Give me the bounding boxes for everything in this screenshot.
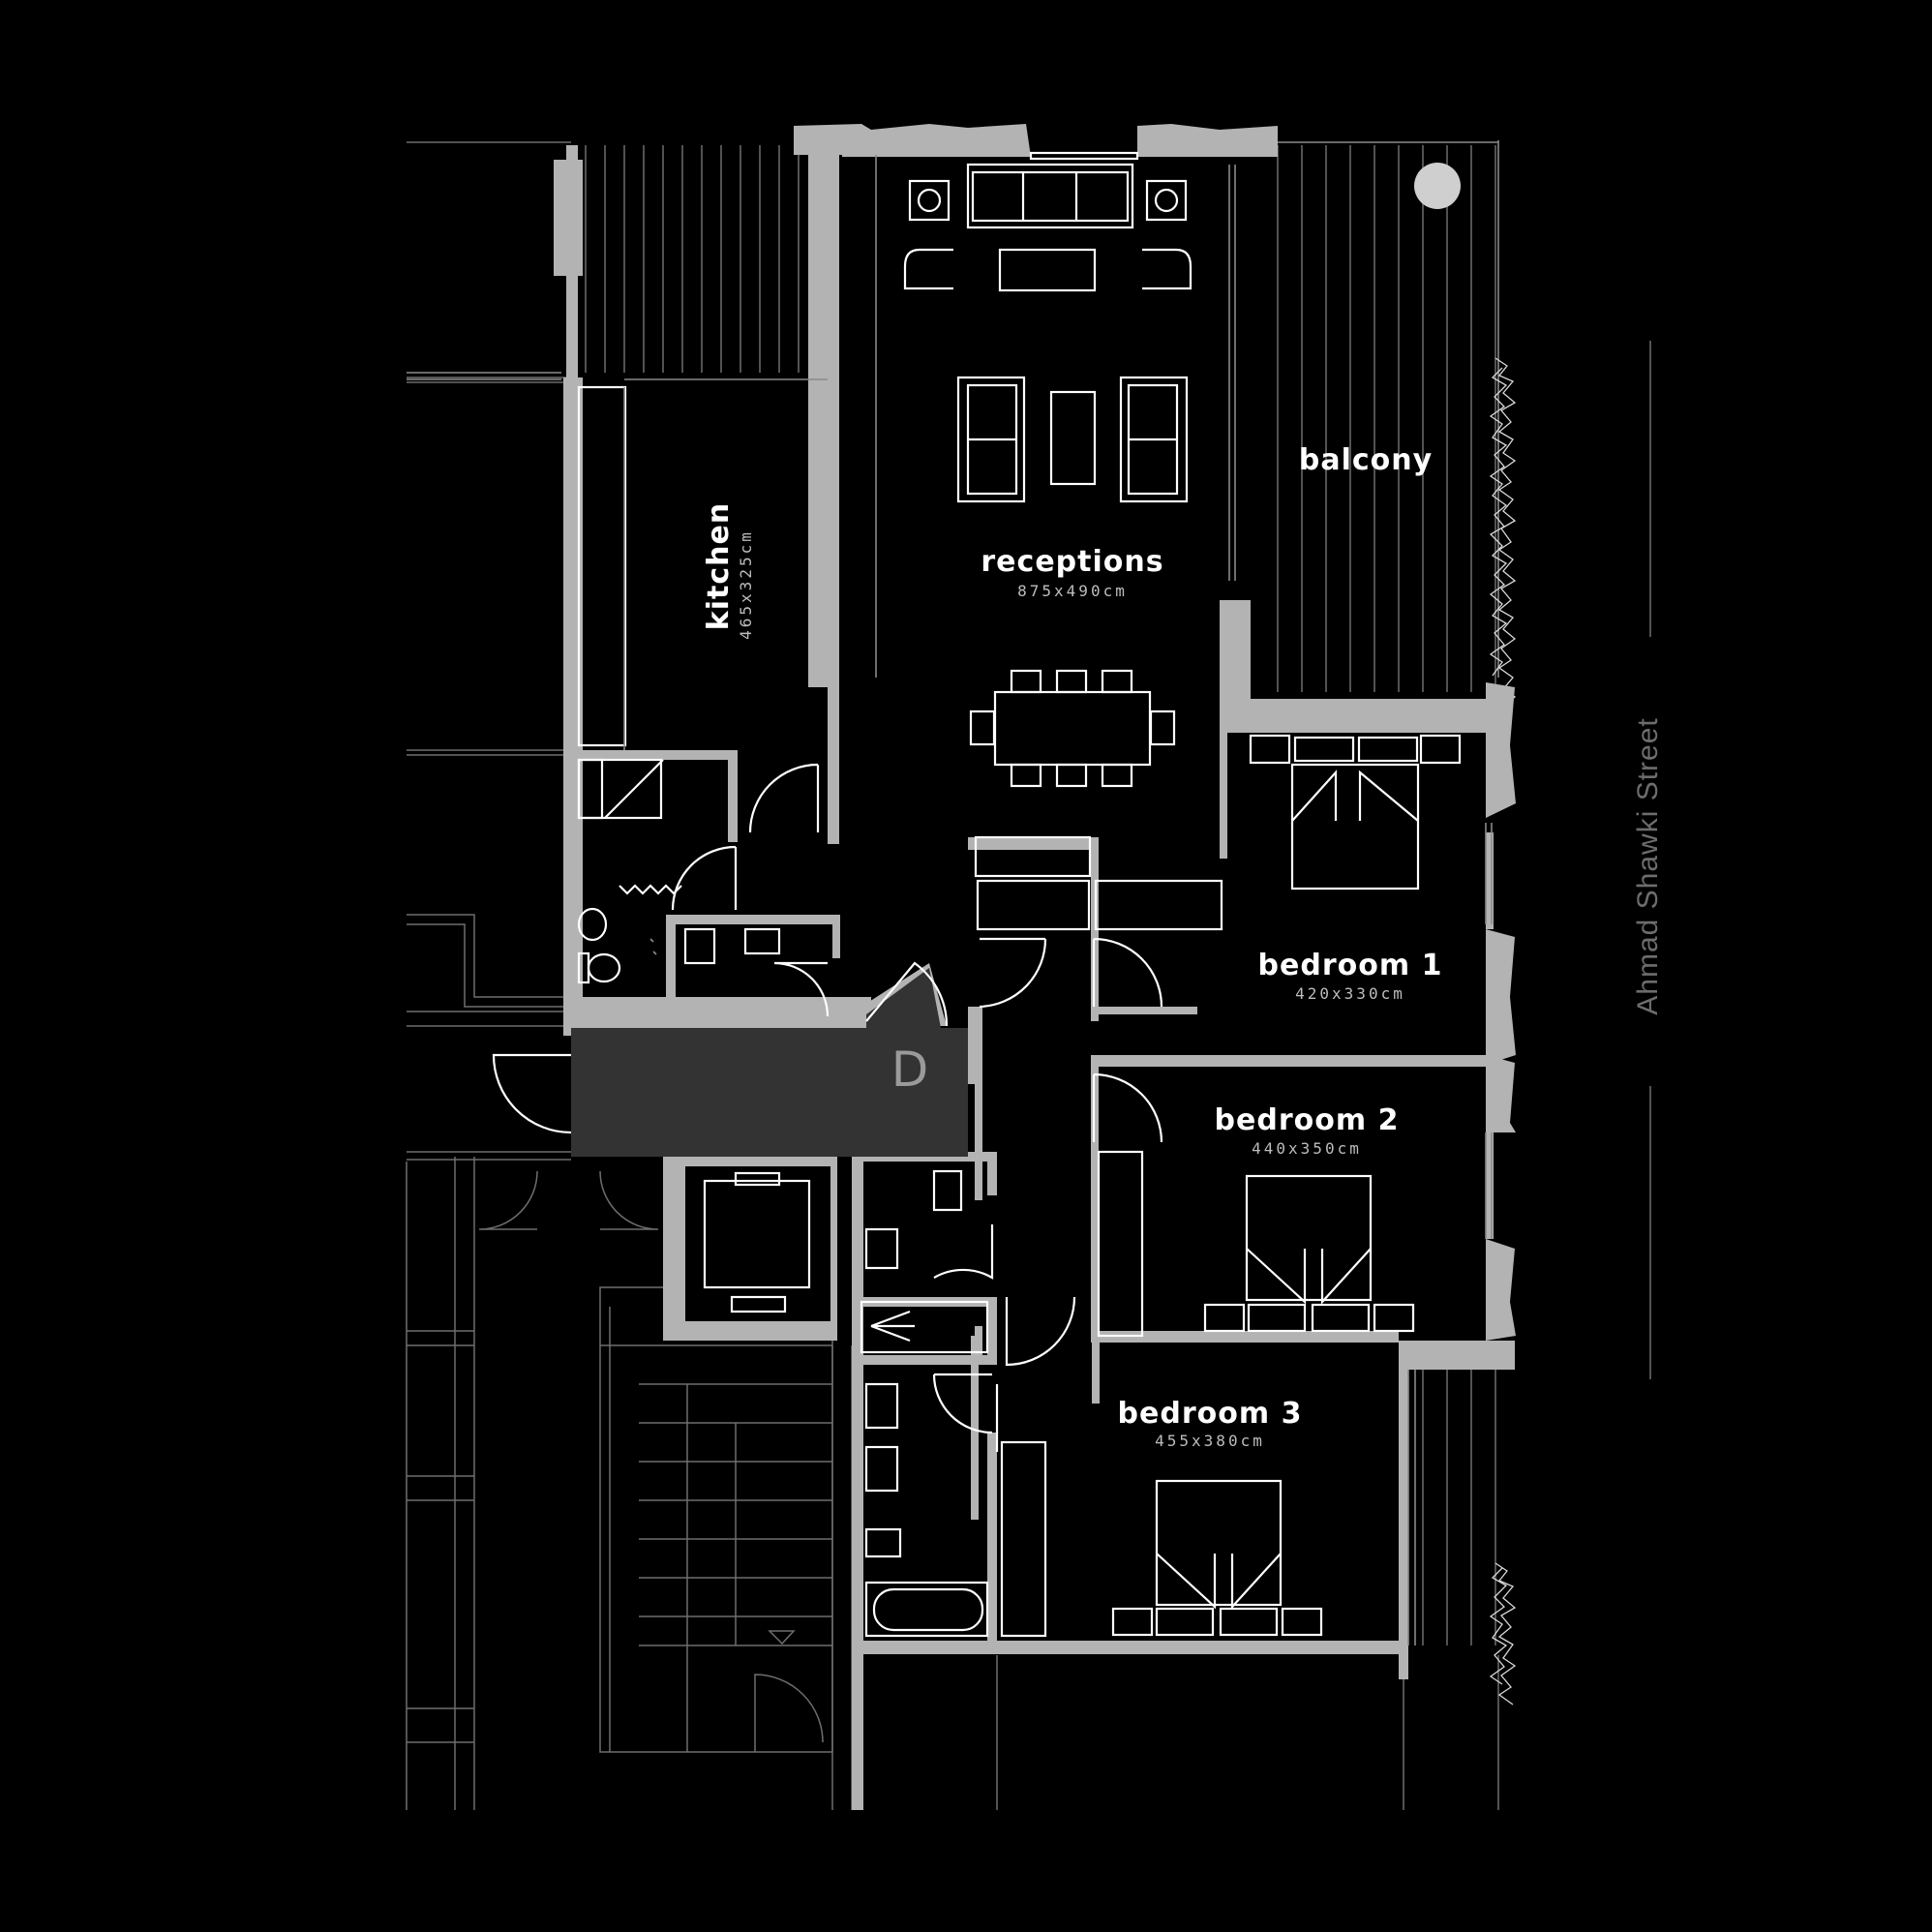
bedroom-3-dims: 455x380cm: [1155, 1432, 1265, 1450]
bathroom-1-door[interactable]: [933, 1224, 994, 1280]
bathroom-2-door[interactable]: [932, 1373, 993, 1434]
kitchen-dims: 465x325cm: [737, 529, 755, 640]
balcony-name: balcony: [1299, 443, 1433, 477]
bedroom-1-name: bedroom 1: [1258, 949, 1443, 982]
street-name: Ahmad Shawki Street: [1632, 717, 1664, 1014]
bedroom-1-door-a[interactable]: [979, 937, 1047, 1009]
kitchen: [407, 372, 830, 1017]
wc-door-1[interactable]: [671, 845, 738, 911]
receptions-name: receptions: [981, 545, 1163, 579]
entrance-hall: [571, 968, 968, 1157]
bathrooms: [860, 1169, 1076, 1638]
corridor-door[interactable]: [1005, 1296, 1076, 1367]
balcony-slats: [1277, 140, 1499, 1645]
hall-door[interactable]: [865, 961, 949, 1027]
bedroom-1-door-b[interactable]: [1092, 937, 1163, 1008]
bedroom-2-name: bedroom 2: [1215, 1103, 1400, 1137]
kitchen-name: kitchen: [702, 502, 736, 630]
bedroom-2-door[interactable]: [1092, 1072, 1163, 1143]
entrance-label: D: [891, 1041, 929, 1098]
kitchen-door[interactable]: [748, 763, 820, 833]
receptions-dims: 875x490cm: [1017, 582, 1128, 600]
bedroom-2-furniture: [1092, 1072, 1493, 1338]
bedroom-2-dims: 440x350cm: [1252, 1139, 1362, 1158]
bedroom-3-name: bedroom 3: [1118, 1397, 1303, 1431]
kitchen-balcony-slats: [585, 145, 800, 373]
bedroom-1-dims: 420x330cm: [1295, 984, 1405, 1003]
reception-furniture: [875, 151, 1236, 931]
planter-hedge: [1489, 357, 1517, 1706]
bedroom-3-door[interactable]: [934, 1374, 999, 1452]
bedroom-1-furniture: [979, 734, 1493, 1009]
bedroom-3-furniture: [934, 1370, 1416, 1645]
front-door[interactable]: [492, 1053, 572, 1134]
